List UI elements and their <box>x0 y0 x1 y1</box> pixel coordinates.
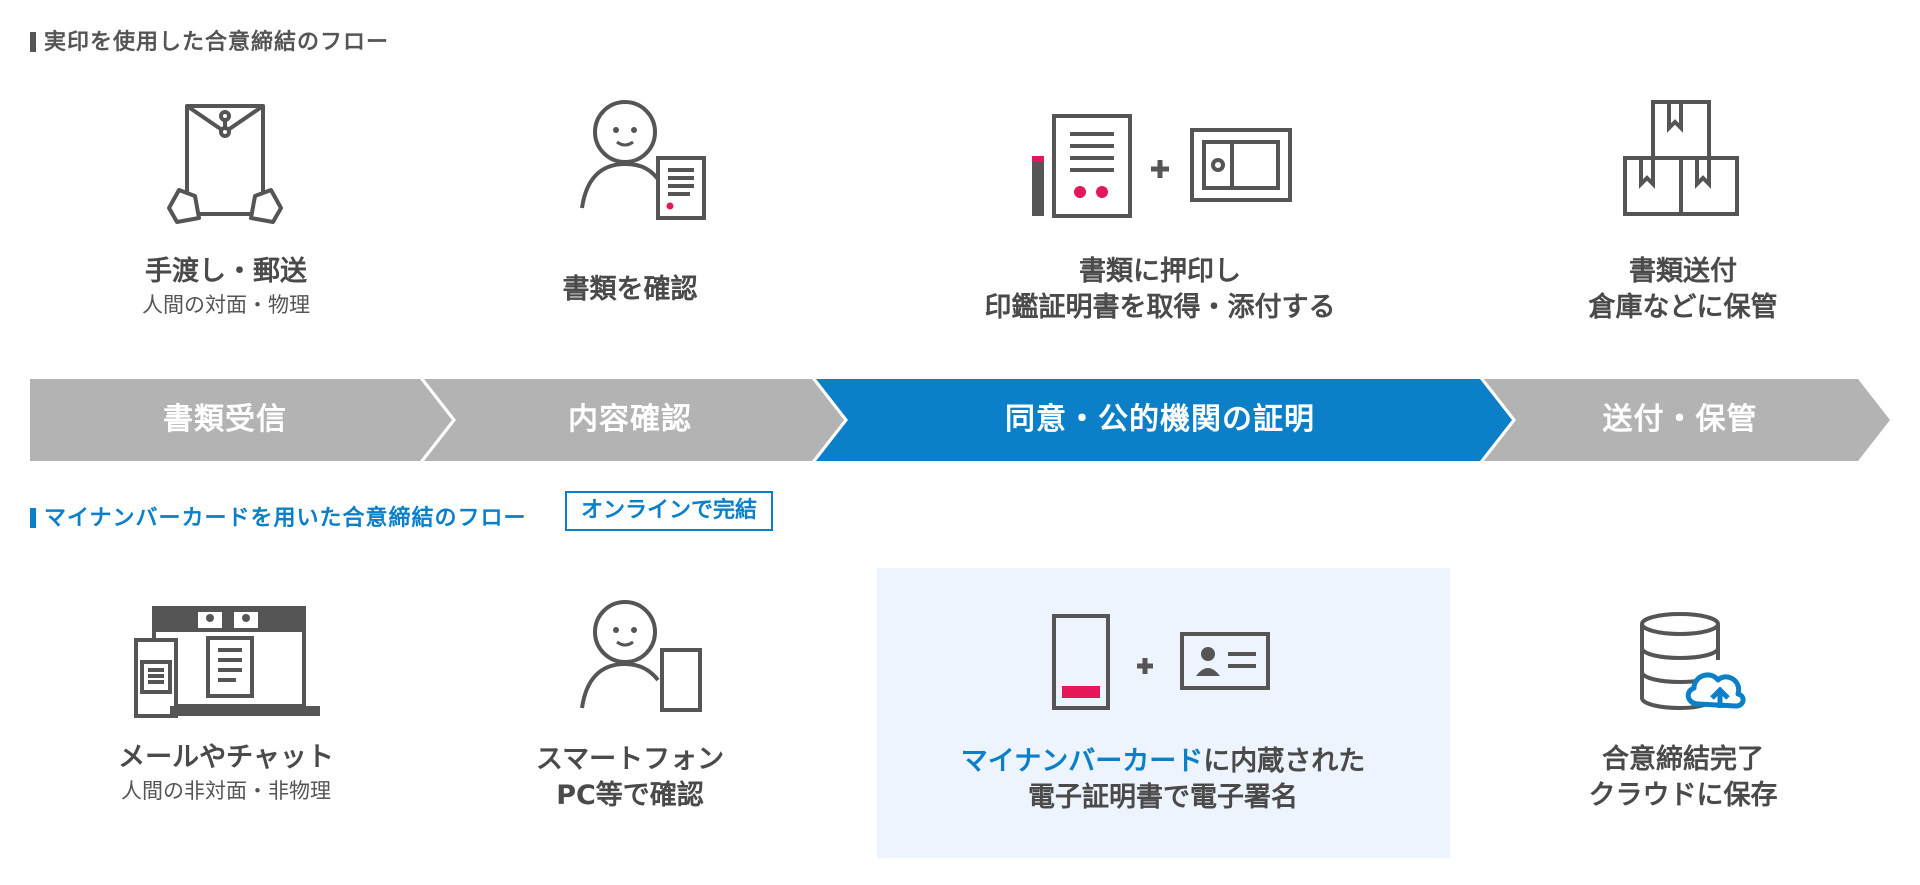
step6-title-line1: スマートフォン <box>535 744 725 775</box>
stage-4-arrow <box>1484 379 1890 461</box>
process-arrow-bar <box>30 379 1890 461</box>
laptop-phone-chat-icon <box>134 606 320 718</box>
step8-title-line2: クラウドに保存 <box>1588 780 1778 811</box>
phone-id-card-icon <box>1052 614 1270 710</box>
step3-title-line1: 書類に押印し <box>1079 256 1241 287</box>
stage-3-label: 同意・公的機関の証明 <box>1005 402 1315 437</box>
step5-caption: メールやチャット 人間の非対面・非物理 <box>6 740 446 806</box>
step1-subtitle: 人間の対面・物理 <box>142 293 310 317</box>
step2-title: 書類を確認 <box>562 274 698 305</box>
step8-caption: 合意締結完了 クラウドに保存 <box>1463 742 1903 814</box>
step4-title-line2: 倉庫などに保管 <box>1588 292 1778 323</box>
step7-caption: マイナンバーカードに内蔵された 電子証明書で電子署名 <box>943 744 1383 816</box>
stage-2-arrow <box>424 379 844 461</box>
person-smartphone-icon <box>580 600 702 712</box>
stage-2-label: 内容確認 <box>568 402 692 437</box>
step8-title-line1: 合意締結完了 <box>1602 744 1764 775</box>
document-seal-certificate-icon <box>1032 114 1292 218</box>
section2-title: マイナンバーカードを用いた合意締結のフロー <box>30 500 527 532</box>
highlight-panel <box>877 568 1450 858</box>
step1-caption: 手渡し・郵送 人間の対面・物理 <box>6 254 446 320</box>
stage-1-label: 書類受信 <box>163 402 287 437</box>
step7-title-line2: 電子証明書で電子署名 <box>1028 782 1298 813</box>
database-cloud-icon <box>1640 612 1746 711</box>
stage-1-arrow <box>30 379 452 461</box>
section1-title: 実印を使用した合意締結のフロー <box>30 24 389 56</box>
step4-caption: 書類送付 倉庫などに保管 <box>1463 254 1903 326</box>
step1-title: 手渡し・郵送 <box>145 256 307 287</box>
stage-3-arrow <box>816 379 1512 461</box>
stage-4-label: 送付・保管 <box>1602 402 1758 437</box>
storage-boxes-icon <box>1623 100 1739 216</box>
step3-caption: 書類に押印し 印鑑証明書を取得・添付する <box>940 254 1380 326</box>
step4-title-line1: 書類送付 <box>1629 256 1737 287</box>
step6-caption: スマートフォン PC等で確認 <box>410 742 850 814</box>
title-marker <box>30 508 36 528</box>
step2-caption: 書類を確認 <box>410 272 850 308</box>
mynumber-card-highlight: マイナンバーカード <box>960 746 1204 777</box>
title-marker <box>30 32 36 52</box>
step5-subtitle: 人間の非対面・非物理 <box>121 779 331 803</box>
step7-title-line1: マイナンバーカードに内蔵された <box>960 746 1366 777</box>
step6-title-line2: PC等で確認 <box>556 780 704 811</box>
person-document-icon <box>580 100 706 220</box>
step5-title: メールやチャット <box>118 742 334 773</box>
online-badge: オンラインで完結 <box>565 491 774 531</box>
step3-title-line2: 印鑑証明書を取得・添付する <box>984 292 1336 323</box>
envelope-hands-icon <box>167 104 283 224</box>
